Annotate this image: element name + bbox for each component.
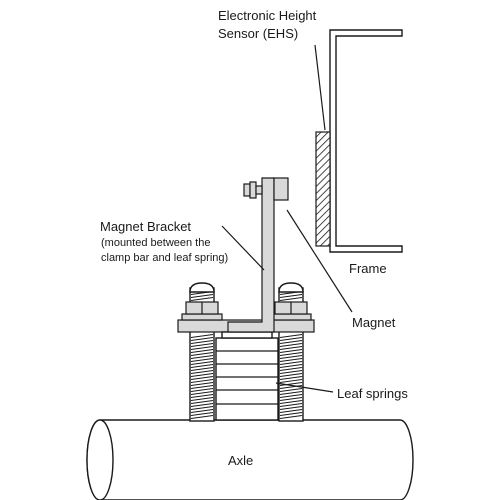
bracket-leader <box>221 225 265 271</box>
thread-line <box>190 294 214 298</box>
thread-line <box>190 397 214 401</box>
thread-line <box>190 349 214 353</box>
height-sensor <box>315 131 331 247</box>
frame-label: Frame <box>349 261 387 276</box>
thread-line <box>279 343 303 347</box>
thread-line <box>190 403 214 407</box>
thread-line <box>279 294 303 298</box>
magnet-label: Magnet <box>352 315 396 330</box>
nut-left <box>181 301 223 321</box>
thread-line <box>279 388 303 392</box>
thread-line <box>279 379 303 383</box>
thread-line <box>190 415 214 419</box>
spacer-plate <box>221 331 273 339</box>
thread-line <box>190 406 214 410</box>
magnet <box>273 177 289 201</box>
thread-line <box>190 388 214 392</box>
thread-line <box>279 412 303 416</box>
bracket-bolt <box>243 181 263 199</box>
magnet-bracket <box>227 177 275 333</box>
thread-line <box>190 370 214 374</box>
thread-line <box>279 352 303 356</box>
thread-line <box>279 349 303 353</box>
thread-line <box>190 361 214 365</box>
axle-label: Axle <box>228 453 253 468</box>
thread-line <box>190 382 214 386</box>
ehs-label-line2: Sensor (EHS) <box>218 26 298 41</box>
thread-line <box>190 373 214 377</box>
bracket-note-line1: (mounted between the <box>101 237 210 249</box>
magnet-leader <box>286 209 353 313</box>
leaf-springs-label: Leaf springs <box>337 386 408 401</box>
frame-channel <box>329 29 403 253</box>
thread-line <box>190 364 214 368</box>
thread-line <box>279 364 303 368</box>
thread-line <box>279 391 303 395</box>
thread-line <box>190 355 214 359</box>
thread-line <box>190 297 214 301</box>
thread-line <box>190 385 214 389</box>
thread-line <box>279 361 303 365</box>
thread-line <box>279 376 303 380</box>
thread-line <box>279 382 303 386</box>
thread-line <box>279 358 303 362</box>
thread-line <box>279 355 303 359</box>
thread-line <box>190 391 214 395</box>
thread-line <box>190 412 214 416</box>
thread-line <box>279 340 303 344</box>
bracket-note-line2: clamp bar and leaf spring) <box>101 252 228 264</box>
thread-line <box>190 343 214 347</box>
thread-line <box>190 346 214 350</box>
thread-line <box>279 334 303 338</box>
thread-line <box>279 406 303 410</box>
leaf-spring-stack <box>215 337 279 421</box>
bracket-title-label: Magnet Bracket <box>100 219 191 234</box>
axle <box>86 419 414 500</box>
thread-line <box>190 376 214 380</box>
ehs-label-line1: Electronic Height <box>218 8 317 23</box>
thread-line <box>190 337 214 341</box>
thread-line <box>279 373 303 377</box>
thread-line <box>279 397 303 401</box>
bolt-top-right <box>278 282 304 293</box>
thread-line <box>279 394 303 398</box>
thread-line <box>279 346 303 350</box>
thread-line <box>190 334 214 338</box>
thread-line <box>190 367 214 371</box>
thread-line <box>279 400 303 404</box>
thread-line <box>279 403 303 407</box>
thread-line <box>279 415 303 419</box>
thread-line <box>190 352 214 356</box>
nut-right <box>270 301 312 321</box>
thread-line <box>190 358 214 362</box>
thread-line <box>279 337 303 341</box>
thread-line <box>279 409 303 413</box>
thread-line <box>190 379 214 383</box>
leaf-springs-leader <box>275 382 334 393</box>
thread-line <box>190 340 214 344</box>
thread-line <box>190 400 214 404</box>
thread-line <box>190 394 214 398</box>
thread-line <box>279 297 303 301</box>
thread-line <box>190 409 214 413</box>
thread-line <box>279 370 303 374</box>
bolt-top-left <box>189 282 215 293</box>
ehs-leader <box>314 44 326 131</box>
thread-line <box>279 367 303 371</box>
